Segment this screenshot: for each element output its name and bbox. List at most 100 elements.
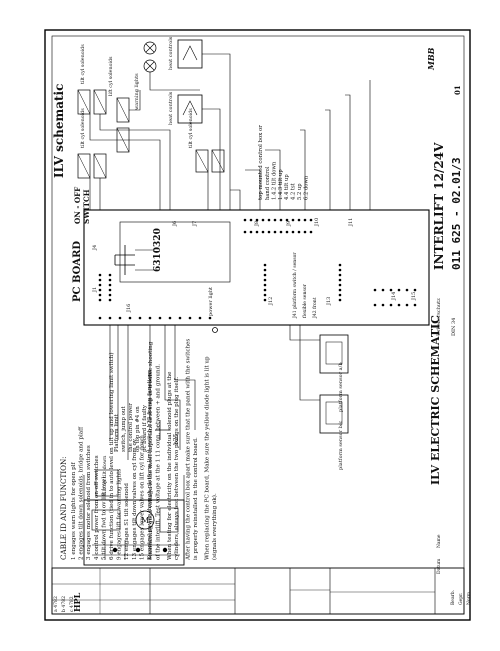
board-pin <box>263 273 267 277</box>
board-pin <box>188 316 192 320</box>
platform-sensor-1-label: platform sensor a/b <box>338 362 344 412</box>
note-line: is properly reinstalled in the control b… <box>193 437 199 560</box>
board-pin <box>279 218 283 222</box>
datum-label: Datum <box>436 558 442 574</box>
heat-controls-2: heat controls <box>168 91 203 125</box>
name-label: Name <box>436 534 442 548</box>
board-pin <box>373 288 377 292</box>
norm-label: Norm <box>466 591 472 605</box>
board-pin <box>108 316 112 320</box>
revision-row: b 4782 <box>61 596 67 612</box>
din-label: DIN 34 <box>451 318 457 336</box>
board-pins <box>98 218 417 320</box>
board-pin <box>338 273 342 277</box>
cable-function-line: 12 engages S1 tilt solenoid <box>124 483 130 560</box>
brand-logo: MBB <box>426 47 436 71</box>
board-pin <box>263 298 267 302</box>
board-pin <box>389 303 393 307</box>
connector-label-j15: J15 <box>411 292 417 301</box>
cable-function-line: 5 tilt down fwd to ov lift level <box>101 477 107 560</box>
board-pin <box>98 293 102 297</box>
board-pin <box>108 298 112 302</box>
power-light-symbol <box>212 327 218 333</box>
tilt-cyl-3-label: tilt cyl solenoids <box>188 108 194 148</box>
board-pin <box>98 316 102 320</box>
connector-label-j1: J1 <box>92 287 98 293</box>
board-pin <box>338 293 342 297</box>
drawing-number: 011 625 - 02.01/3 <box>450 157 463 270</box>
platform-limit-line: Platform limit <box>114 413 120 452</box>
board-pin <box>108 293 112 297</box>
board-pin <box>158 316 162 320</box>
on-off-label: ON - OFF <box>73 186 82 224</box>
tilt-cyl-solenoids-2: tilt cyl solenoids <box>77 44 107 115</box>
connector-label-j8: J8 <box>254 221 260 227</box>
board-pin <box>285 218 289 222</box>
board-pin <box>273 218 277 222</box>
board-pin <box>267 230 271 234</box>
board-pin <box>255 230 259 234</box>
note-line: When testing for electricity on the indi… <box>167 371 173 560</box>
cable-function-line: 2 engages tilt down solenoids, bridge an… <box>79 426 85 560</box>
note-line: of the interlift. Test voltage at the 1 … <box>155 364 161 560</box>
checked-label: Gepr. <box>458 592 464 605</box>
connector-label-j7: J7 <box>192 221 198 227</box>
board-pin <box>309 230 313 234</box>
board-pin <box>338 288 342 292</box>
platform-sensor-1: platform sensor a/b <box>319 334 349 412</box>
board-pin <box>243 230 247 234</box>
control-box-line: 4.2 tst <box>291 182 297 200</box>
board-pin <box>273 230 277 234</box>
tilt-up-down-label: tilt up tilt down <box>102 455 108 495</box>
lift-cyl-label: lift cyl solenoids <box>108 56 114 96</box>
note-line: When replacing the PC board, Make sure t… <box>204 356 210 560</box>
control-box-line: 1.4.3 tilt up <box>278 169 284 200</box>
notes-block: Maintaining good voltage is the most imp… <box>148 339 218 561</box>
revision-row: c 4782 <box>69 596 75 612</box>
board-pin <box>128 316 132 320</box>
cable-function-line: E control power through platform limit s… <box>147 369 153 560</box>
heat-controls-1: heat controls <box>168 36 203 70</box>
board-pin <box>148 316 152 320</box>
board-pin <box>98 278 102 282</box>
board-pin <box>249 230 253 234</box>
control-box-line: 4.4 tilt up <box>284 174 290 200</box>
board-pin <box>108 273 112 277</box>
platform-sensor-2: platform sensor b/c <box>319 394 349 470</box>
control-box-line: 1.4.2 tilt down <box>271 161 277 200</box>
switch-label: SWITCH <box>82 189 91 224</box>
connector-label-j13: J13 <box>326 297 332 306</box>
board-pin <box>338 278 342 282</box>
motor-label: M <box>141 516 149 525</box>
cable-function-line: 15 engages lower valves on lift cyl for … <box>139 435 145 560</box>
board-pin <box>208 316 212 320</box>
board-note-platform_sw: J41 platform switch / sensor <box>292 252 298 319</box>
control-box-line: 6.2 down <box>303 175 309 200</box>
sheet-number: 01 <box>453 85 462 95</box>
connector-label-j6: J6 <box>172 221 178 227</box>
connector-label-j16: J16 <box>126 304 132 313</box>
board-pin <box>263 283 267 287</box>
connector-label-j12: J12 <box>268 297 274 306</box>
board-pin <box>338 263 342 267</box>
urheberschutz-label: Urheberschutz <box>436 298 442 336</box>
board-pin <box>263 278 267 282</box>
connector-label-j9: J9 <box>286 221 292 227</box>
b25-label: b25 <box>173 433 180 445</box>
board-pin <box>338 268 342 272</box>
board-pin <box>297 218 301 222</box>
platform-limit-line: on top pin #4 on <box>135 406 141 452</box>
board-pin <box>338 283 342 287</box>
board-pin <box>381 303 385 307</box>
board-pin <box>108 283 112 287</box>
board-pin <box>118 316 122 320</box>
connector-label-j4: J4 <box>92 245 98 251</box>
cable-function-line: 6 drive function (tied in to auto level … <box>108 352 115 560</box>
platform-limit-line: the control power <box>128 403 134 452</box>
board-pin <box>138 316 142 320</box>
hpl-label: HPL <box>72 592 82 612</box>
